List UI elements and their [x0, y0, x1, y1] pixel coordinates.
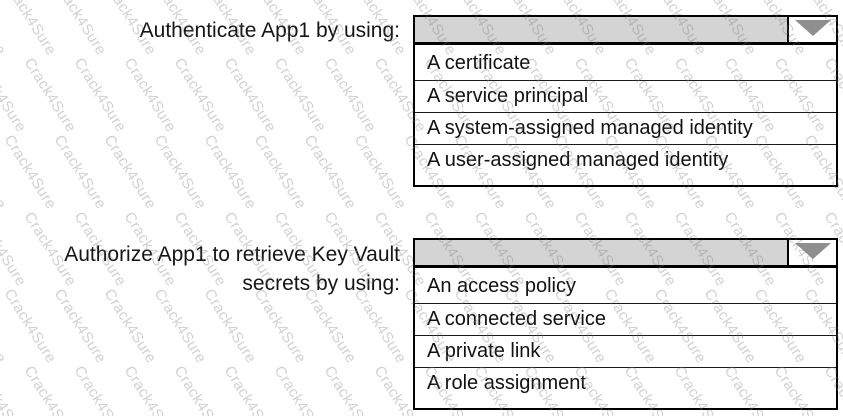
dropdown-option[interactable]: A system-assigned managed identity [415, 112, 836, 144]
watermark-text: Crack4Sure [20, 363, 80, 416]
dropdown-header [413, 238, 838, 267]
watermark-text: Crack4Sure [150, 286, 210, 367]
watermark-text: Crack4Sure [120, 55, 180, 136]
dropdown-option[interactable]: A certificate [427, 52, 531, 74]
watermark-text: Crack4Sure [170, 363, 230, 416]
dropdown-option[interactable]: A role assignment [415, 367, 836, 399]
dropdown-selected-value[interactable] [415, 17, 787, 42]
question-label-text-line2: secrets by using: [242, 272, 400, 295]
watermark-text: Crack4Sure [170, 55, 230, 136]
watermark-text: Crack4Sure [0, 132, 10, 213]
watermark-text: Crack4Sure [20, 55, 80, 136]
dropdown-header [413, 15, 838, 44]
dropdown-option[interactable]: A service principal [415, 80, 836, 112]
dropdown-arrow-button[interactable] [787, 240, 836, 265]
watermark-text: Crack4Sure [350, 132, 410, 213]
watermark-text: Crack4Sure [320, 363, 380, 416]
dropdown-option[interactable]: A connected service [415, 303, 836, 335]
watermark-text: Crack4Sure [300, 132, 360, 213]
watermark-text: Crack4Sure [120, 363, 180, 416]
watermark-text: Crack4Sure [50, 132, 110, 213]
watermark-text: Crack4Sure [350, 286, 410, 367]
watermark-text: Crack4Sure [150, 132, 210, 213]
watermark-text: Crack4Sure [100, 132, 160, 213]
watermark-text: Crack4Sure [250, 286, 310, 367]
chevron-down-icon [794, 20, 831, 36]
watermark-text: Crack4Sure [0, 55, 30, 136]
watermark-text: Crack4Sure [320, 55, 380, 136]
watermark-text: Crack4Sure [250, 132, 310, 213]
watermark-text: Crack4Sure [0, 132, 60, 213]
question-label-text-line1: Authorize App1 to retrieve Key Vault [64, 243, 400, 266]
watermark-text: Crack4Sure [0, 286, 60, 367]
question-label-authorize: Authorize App1 to retrieve Key Vault sec… [0, 240, 400, 298]
dropdown-option[interactable]: A user-assigned managed identity [415, 144, 836, 176]
watermark-text: Crack4Sure [220, 55, 280, 136]
watermark-text: Crack4Sure [200, 132, 260, 213]
question-label-text: Authenticate App1 by using: [139, 19, 400, 42]
watermark-text: Crack4Sure [200, 286, 260, 367]
watermark-text: Crack4Sure [0, 363, 30, 416]
watermark-text: Crack4Sure [300, 286, 360, 367]
dropdown-arrow-button[interactable] [787, 17, 836, 42]
watermark-text: Crack4Sure [100, 286, 160, 367]
dropdown-option[interactable]: An access policy [427, 275, 576, 297]
watermark-text: Crack4Sure [220, 363, 280, 416]
watermark-text: Crack4Sure [270, 55, 330, 136]
watermark-text: Crack4Sure [70, 363, 130, 416]
watermark-text: Crack4Sure [0, 286, 10, 367]
chevron-down-icon [794, 243, 831, 259]
dropdown-option[interactable]: A private link [415, 335, 836, 367]
watermark-text: Crack4Sure [70, 55, 130, 136]
watermark-text: Crack4Sure [270, 363, 330, 416]
question-label-authenticate: Authenticate App1 by using: [0, 16, 400, 45]
watermark-text: Crack4Sure [50, 286, 110, 367]
dropdown-selected-value[interactable] [415, 240, 787, 265]
